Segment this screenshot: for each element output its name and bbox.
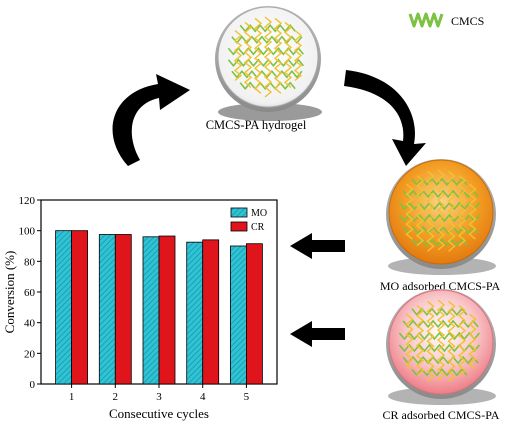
bar-mo-cycle-5 [230, 245, 247, 385]
x-tick-label: 5 [244, 391, 250, 403]
pa-chain [415, 175, 425, 247]
pa-chain [283, 21, 293, 88]
pa-chain [447, 300, 456, 382]
arrow-cr-to-chart [290, 321, 345, 347]
polymer-network [398, 299, 481, 382]
pa-chain [233, 29, 243, 82]
bar-cr-cycle-2 [114, 234, 132, 385]
cmcs-chain [411, 367, 468, 377]
cmcs-chain [231, 70, 303, 79]
y-tick-label: 20 [24, 348, 36, 360]
cmcs-chain [398, 331, 481, 341]
y-tick-label: 120 [19, 195, 36, 207]
hydrogel-label: CMCS-PA hydrogel [206, 118, 307, 132]
pa-chain [468, 183, 477, 240]
pa-chain [273, 17, 283, 94]
y-tick-label: 60 [24, 287, 36, 299]
pa-chain [405, 183, 414, 240]
pa-chain [253, 17, 263, 94]
x-tick-label: 4 [200, 391, 206, 403]
x-tick-label: 3 [156, 391, 162, 403]
polymer-network [398, 169, 481, 252]
x-axis-title: Consecutive cycles [109, 406, 209, 421]
x-tick-label: 1 [69, 391, 75, 403]
cmcs-chain [398, 201, 481, 211]
cmcs-chain [402, 225, 479, 235]
hydrogel-dish [215, 6, 322, 121]
bar-mo-cycle-2 [98, 234, 116, 385]
arrow-mo-to-chart [290, 233, 345, 259]
pa-chain [436, 299, 446, 381]
pa-chain [293, 29, 303, 82]
cr-dish [386, 289, 496, 405]
mo-dish [386, 159, 496, 275]
cmcs-chain [227, 46, 305, 56]
cycle-arrow-top-right [344, 70, 426, 166]
pa-chain [243, 21, 253, 88]
pa-chain [426, 300, 435, 382]
bar-cr-cycle-5 [246, 243, 263, 385]
pa-chain [457, 175, 467, 247]
pa-chain [457, 305, 467, 377]
bar-mo-cycle-1 [55, 230, 72, 385]
y-tick-label: 100 [19, 226, 36, 238]
chart-legend: MO CR [230, 207, 267, 233]
pa-chain [263, 16, 273, 98]
cmcs-chain [402, 189, 479, 199]
y-tick-label: 40 [24, 318, 36, 330]
legend-swatch-mo [230, 207, 248, 218]
pa-chain [447, 170, 456, 252]
cmcs-chain [411, 237, 468, 247]
polymer-network [227, 16, 305, 98]
bar-cr-cycle-3 [158, 235, 176, 385]
bar-cr-cycle-4 [202, 239, 220, 385]
bar-series [55, 230, 263, 385]
y-tick-label: 0 [30, 379, 36, 391]
y-axis: 0 20 40 60 80 100 120 [19, 195, 41, 391]
legend-swatch-cr [230, 221, 248, 232]
cycle-arrow-top-left [112, 74, 190, 166]
bar-mo-cycle-3 [142, 236, 160, 385]
legend-label-mo: MO [251, 208, 267, 219]
x-tick-label: 2 [113, 391, 119, 403]
x-axis: 1 2 3 4 5 [69, 384, 250, 403]
pa-chain [405, 313, 414, 370]
cmcs-chain [239, 81, 296, 91]
recycle-bar-chart: 0 20 40 60 80 100 120 1 2 3 4 5 Consecutive cycles… [2, 195, 278, 421]
mo-dish-label: MO adsorbed CMCS-PA [380, 279, 501, 293]
cmcs-chain [402, 355, 479, 365]
y-axis-title: Conversion (%) [2, 251, 17, 334]
bar-mo-cycle-4 [186, 241, 204, 385]
cmcs-chain-icon [408, 12, 444, 28]
pa-chain [436, 169, 446, 251]
legend-label-cr: CR [251, 222, 265, 233]
cr-dish-label: CR adsorbed CMCS-PA [383, 408, 500, 422]
cmcs-legend-key: CMCS [408, 12, 484, 28]
cmcs-chain [402, 319, 479, 329]
cmcs-legend-label: CMCS [451, 14, 484, 28]
bar-cr-cycle-1 [71, 230, 88, 385]
pa-chain [468, 313, 477, 370]
pa-chain [426, 170, 435, 252]
y-tick-label: 80 [24, 256, 36, 268]
pa-chain [415, 305, 425, 377]
cmcs-chain [227, 58, 305, 68]
